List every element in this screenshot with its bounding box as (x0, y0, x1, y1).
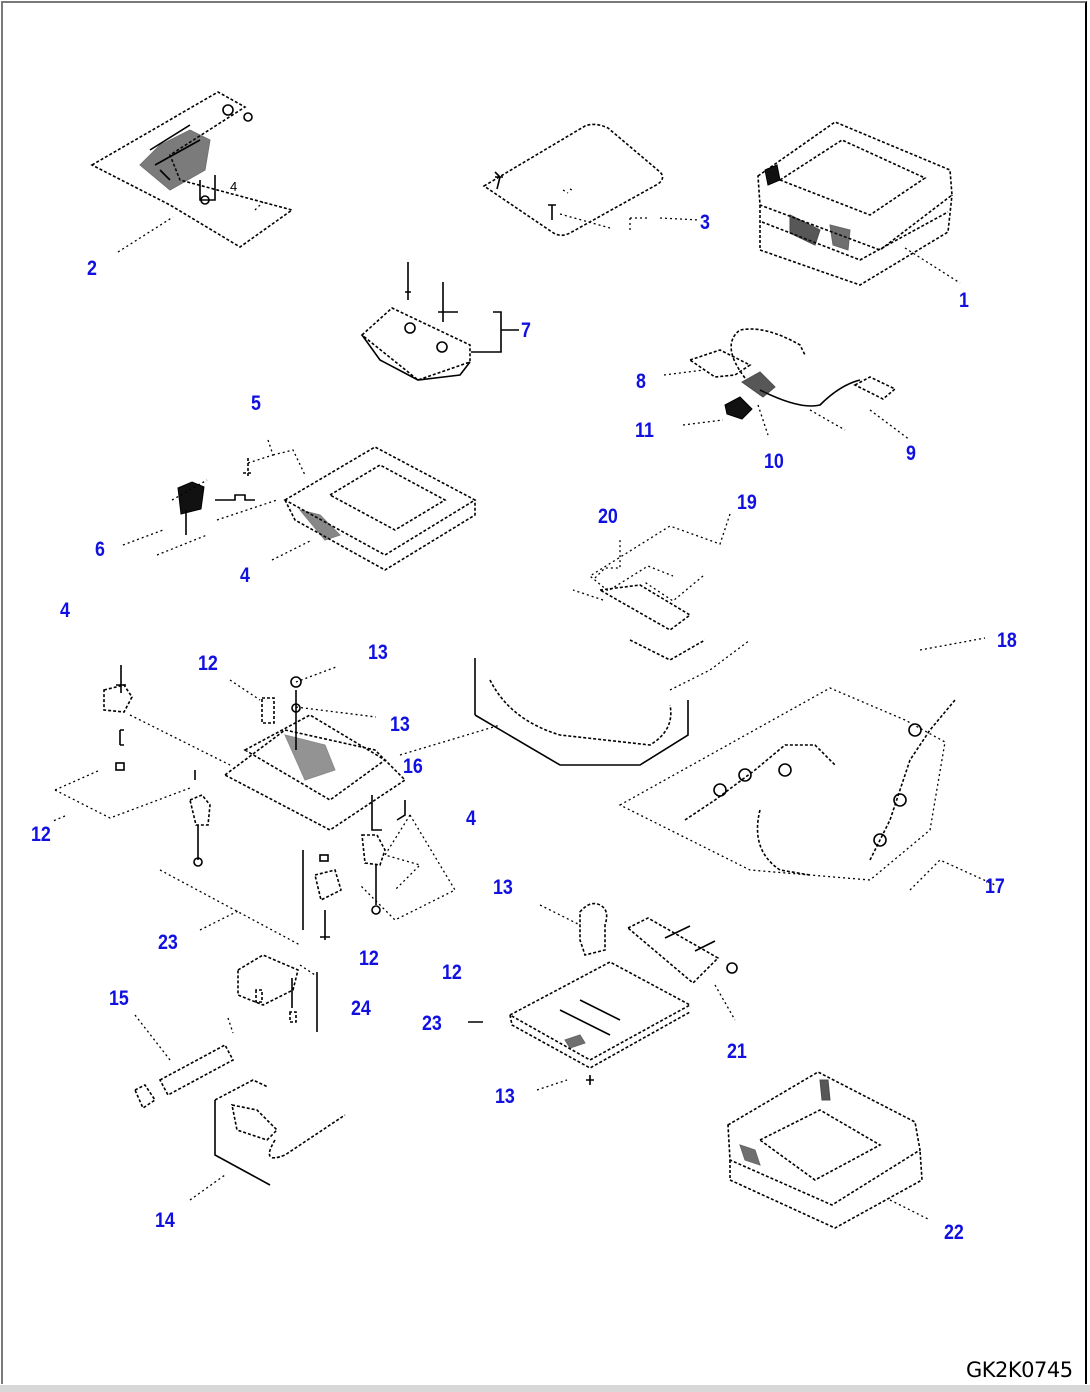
callout-15: 15 (109, 987, 129, 1010)
callout-7: 7 (521, 319, 531, 342)
part-21-23-base-plate (468, 902, 738, 1091)
callout-10: 10 (764, 450, 784, 473)
part-12-13-suspension (52, 665, 456, 946)
part-8-11-cable-assembly (663, 328, 911, 441)
svg-text:4: 4 (230, 179, 237, 194)
callout-22: 22 (944, 1221, 964, 1244)
callout-3: 3 (700, 211, 710, 234)
part-22-suspension-base (727, 1071, 931, 1229)
part-17-20-link-chains (572, 513, 996, 891)
callout-21: 21 (727, 1040, 747, 1063)
callout-17: 17 (985, 875, 1005, 898)
callout-19: 19 (737, 491, 757, 514)
callout-13-nut: 13 (495, 1085, 515, 1108)
part-14-15-24-lower (133, 954, 346, 1201)
callout-4-frame: 4 (240, 564, 250, 587)
callout-12-block: 12 (359, 947, 379, 970)
part-16-rail-hose (399, 658, 689, 766)
part-4-seat-frame (122, 439, 477, 571)
part-2-lever-bracket: 4 (90, 91, 294, 253)
callout-5: 5 (251, 392, 261, 415)
callout-23-suspension: 23 (158, 931, 178, 954)
callout-2: 2 (87, 257, 97, 280)
callout-23-base: 23 (422, 1012, 442, 1035)
part-1-seat-assembly (757, 121, 961, 286)
bottom-edge (0, 1385, 1090, 1392)
callout-24: 24 (351, 997, 371, 1020)
callout-4-pin: 4 (466, 807, 476, 830)
callout-13-bolt: 13 (368, 641, 388, 664)
callout-20: 20 (598, 505, 618, 528)
callout-9: 9 (906, 442, 916, 465)
callout-12-plate: 12 (198, 652, 218, 675)
callout-12-collar: 12 (442, 961, 462, 984)
callout-6: 6 (95, 538, 105, 561)
callout-8: 8 (636, 370, 646, 393)
callout-16: 16 (403, 755, 423, 778)
callout-4-bolt: 4 (60, 599, 70, 622)
callout-13-damper: 13 (493, 876, 513, 899)
callout-13-washer: 13 (390, 713, 410, 736)
callout-1: 1 (959, 289, 969, 312)
callout-18: 18 (997, 629, 1017, 652)
drawing-code: GK2K0745 (966, 1358, 1073, 1382)
callout-14: 14 (155, 1209, 175, 1232)
callout-12-spacer: 12 (31, 823, 51, 846)
callout-11: 11 (635, 419, 654, 442)
part-7-cushion-bracket (360, 262, 519, 381)
part-3-cover-plate (482, 123, 701, 237)
